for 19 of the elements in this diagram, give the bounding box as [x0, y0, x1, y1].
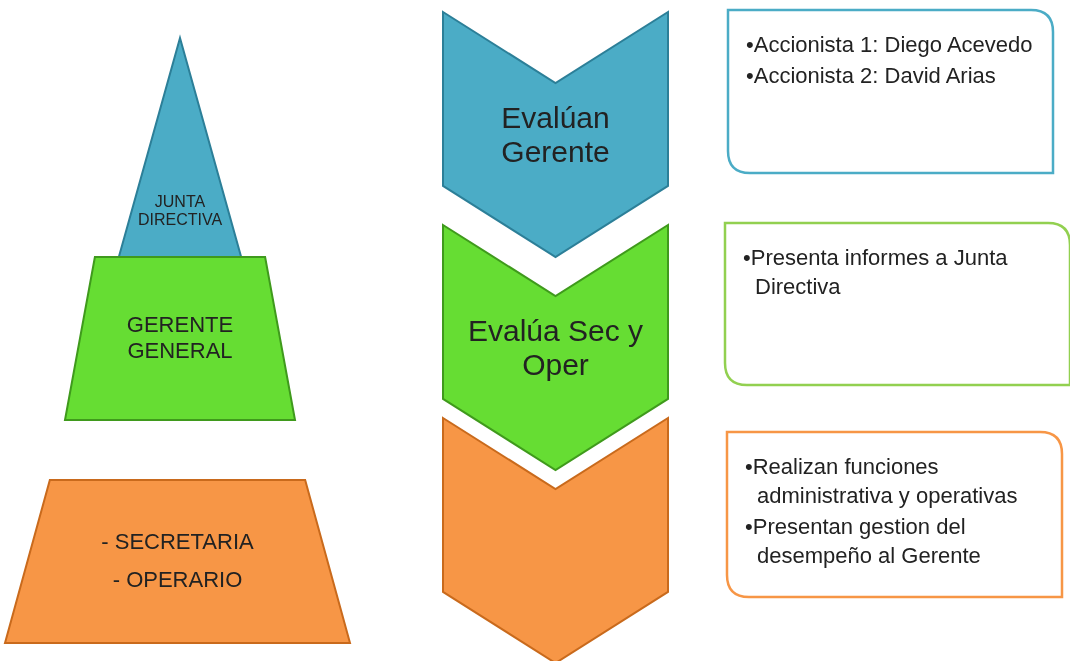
trapezoid-shape	[65, 257, 295, 420]
bullet-text: •Presenta informes a Junta Directiva	[743, 244, 1009, 301]
text-card	[728, 10, 1053, 173]
node-label: GERENTE GENERAL	[126, 312, 234, 365]
node-label: - OPERARIO	[112, 567, 243, 594]
trapezoid-shape	[5, 480, 350, 643]
node-label: Evalúan Gerente	[500, 100, 611, 169]
chevron-shape	[443, 418, 668, 661]
text-card	[725, 223, 1070, 385]
node-label: Evalúa Sec y Oper	[466, 313, 645, 382]
node-label: JUNTA DIRECTIVA	[136, 193, 224, 230]
chevron-shape	[443, 12, 668, 257]
text-card	[727, 432, 1062, 597]
chevron-shape	[443, 225, 668, 470]
node-label: - SECRETARIA	[101, 529, 254, 556]
bullet-text: •Accionista 2: David Arias	[746, 62, 997, 90]
bullet-text: •Realizan funciones administrativa y operativas	[745, 453, 1019, 510]
bullet-text: •Accionista 1: Diego Acevedo	[746, 31, 1034, 59]
bullet-text: •Presentan gestion del desempeño al Gerente	[745, 513, 982, 570]
